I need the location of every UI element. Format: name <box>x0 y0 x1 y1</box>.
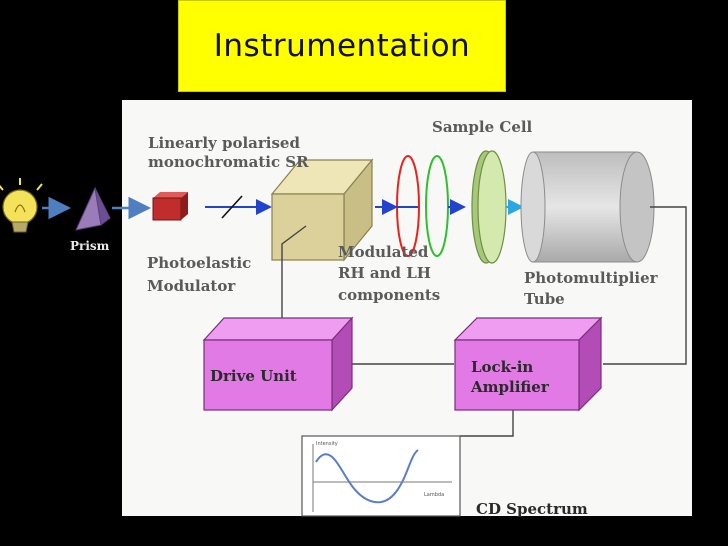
drive-unit-block <box>202 316 354 412</box>
label-cd-spectrum: CD Spectrum <box>476 500 588 518</box>
label-amplifier: Amplifier <box>470 378 550 396</box>
label-rh-lh: RH and LH <box>338 264 431 282</box>
photomultiplier-tube <box>520 151 655 263</box>
sample-cell-disc <box>471 150 507 264</box>
photoelastic-crystal-icon <box>152 192 188 221</box>
label-drive-unit: Drive Unit <box>210 367 297 385</box>
polariser-mark <box>221 195 243 219</box>
label-sample-cell: Sample Cell <box>432 118 533 136</box>
modulator-box <box>270 158 374 262</box>
label-modulated: Modulated <box>338 243 429 261</box>
label-components: components <box>338 286 440 304</box>
cd-spectrum-plot <box>301 435 461 517</box>
label-lambda: Lambda <box>424 492 444 498</box>
label-photomultiplier: Photomultiplier <box>524 269 659 287</box>
line-modulator-to-drive <box>281 225 307 322</box>
title-box: Instrumentation <box>178 0 506 92</box>
page-title: Instrumentation <box>213 28 471 64</box>
label-modulator: Modulator <box>147 277 236 295</box>
label-photoelastic: Photoelastic <box>147 254 251 272</box>
label-intensity: Intensity <box>316 441 338 447</box>
label-monochromatic-sr: monochromatic SR <box>148 153 309 171</box>
label-lockin: Lock-in <box>471 358 533 376</box>
lh-ring <box>425 155 449 257</box>
lockin-amplifier-block <box>453 316 603 412</box>
prism-label: Prism <box>70 239 110 253</box>
line-lockin-to-spectrum <box>460 410 514 437</box>
label-linearly-polarised: Linearly polarised <box>148 134 300 152</box>
lightbulb-icon <box>0 178 43 233</box>
label-tube: Tube <box>524 290 565 308</box>
prism-icon <box>75 186 111 231</box>
line-tube-to-lockin <box>603 206 687 365</box>
